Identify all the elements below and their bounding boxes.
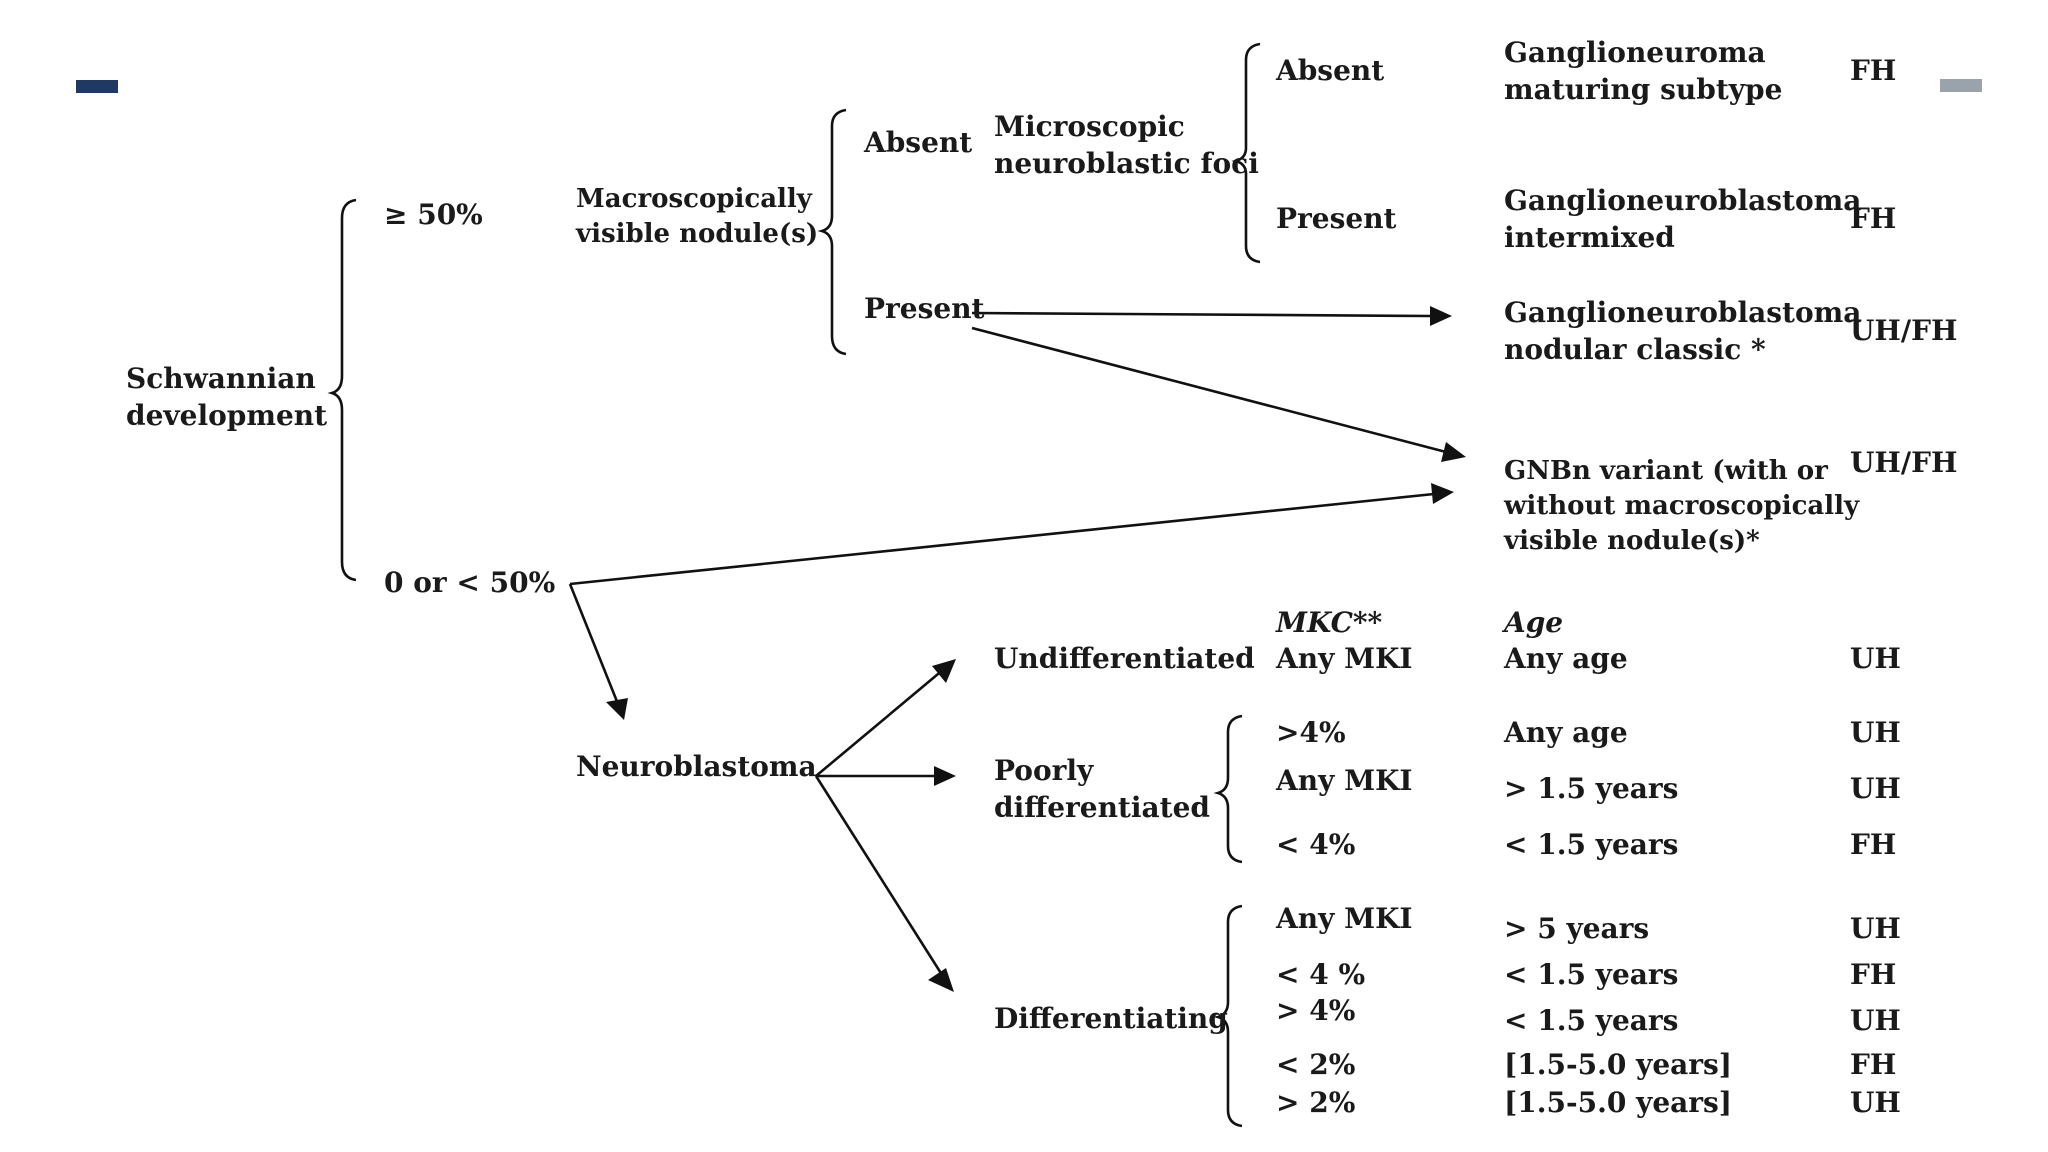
poorly-row-3-age: < 1.5 years xyxy=(1504,828,1679,861)
slide-accent-bar-left xyxy=(76,80,118,93)
undifferentiated-label: Undifferentiated xyxy=(994,642,1255,675)
brace-differentiating xyxy=(1213,904,1243,1128)
arrow-present-to-variant xyxy=(971,326,1447,454)
poorly-row-3-mki: < 4% xyxy=(1276,828,1356,861)
diff-row-1-mki: Any MKI xyxy=(1276,902,1413,935)
brace-nodules xyxy=(817,108,847,356)
arrowhead-neuroblastoma xyxy=(606,698,628,720)
poorly-row-2-grade: UH xyxy=(1850,772,1901,805)
arrowhead-poorly xyxy=(934,766,956,786)
undiff-row-mki: Any MKI xyxy=(1276,642,1413,675)
poorly-differentiated-label: Poorly differentiated xyxy=(994,754,1210,824)
arrow-low-to-neuroblastoma xyxy=(568,583,620,705)
brace-foci xyxy=(1231,42,1261,264)
outcome-gnb-intermixed: Ganglioneuroblastoma intermixed xyxy=(1504,184,1862,254)
diff-row-4-grade: FH xyxy=(1850,1048,1897,1081)
diff-row-5-grade: UH xyxy=(1850,1086,1901,1119)
nodules-absent-label: Absent xyxy=(864,126,973,159)
nodules-present-label: Present xyxy=(864,292,985,325)
neuroblastoma-label: Neuroblastoma xyxy=(576,750,817,783)
arrowhead-differentiating xyxy=(928,968,954,992)
diff-row-5-age: [1.5-5.0 years] xyxy=(1504,1086,1733,1119)
diff-row-1-grade: UH xyxy=(1850,912,1901,945)
outcome-ganglioneuroma: Ganglioneuroma maturing subtype xyxy=(1504,36,1783,106)
outcome-ganglioneuroma-grade: FH xyxy=(1850,54,1897,87)
macroscopic-nodules-label: Macroscopically visible nodule(s) xyxy=(576,184,819,249)
diff-row-2-age: < 1.5 years xyxy=(1504,958,1679,991)
schwannian-high-label: ≥ 50% xyxy=(384,198,483,231)
diff-row-3-mki: > 4% xyxy=(1276,994,1356,1027)
diff-row-4-age: [1.5-5.0 years] xyxy=(1504,1048,1733,1081)
poorly-row-2-mki: Any MKI xyxy=(1276,764,1413,797)
foci-present-label: Present xyxy=(1276,202,1397,235)
diff-row-3-age: < 1.5 years xyxy=(1504,1004,1679,1037)
foci-absent-label: Absent xyxy=(1276,54,1385,87)
brace-schwannian xyxy=(327,198,357,582)
outcome-gnbn-variant: GNBn variant (with or without macroscopi… xyxy=(1504,456,1860,556)
arrow-low-to-variant xyxy=(569,492,1435,586)
diff-row-2-grade: FH xyxy=(1850,958,1897,991)
microscopic-foci-label: Microscopic neuroblastic foci xyxy=(994,110,1259,180)
arrowhead-undifferentiated xyxy=(932,659,956,683)
arrow-present-to-nodular xyxy=(971,311,1433,318)
arrow-to-undifferentiated xyxy=(815,668,945,777)
arrowhead-nodular xyxy=(1430,306,1452,326)
diff-row-4-mki: < 2% xyxy=(1276,1048,1356,1081)
schwannian-development-label: Schwannian development xyxy=(126,362,328,432)
diff-row-5-mki: > 2% xyxy=(1276,1086,1356,1119)
poorly-row-3-grade: FH xyxy=(1850,828,1897,861)
diff-row-1-age: > 5 years xyxy=(1504,912,1650,945)
schwannian-low-label: 0 or < 50% xyxy=(384,566,556,599)
poorly-row-1-mki: >4% xyxy=(1276,716,1346,749)
poorly-row-1-grade: UH xyxy=(1850,716,1901,749)
outcome-gnb-nodular-grade: UH/FH xyxy=(1850,314,1958,347)
age-header: Age xyxy=(1504,606,1564,639)
mkc-header: MKC** xyxy=(1276,606,1383,639)
brace-poorly xyxy=(1213,714,1243,864)
diff-row-2-mki: < 4 % xyxy=(1276,958,1366,991)
slide-accent-bar-right xyxy=(1940,79,1982,92)
undiff-row-grade: UH xyxy=(1850,642,1901,675)
arrowhead-variant-top xyxy=(1441,442,1466,462)
arrowhead-variant-bottom xyxy=(1431,483,1454,504)
poorly-row-2-age: > 1.5 years xyxy=(1504,772,1679,805)
outcome-gnb-nodular: Ganglioneuroblastoma nodular classic * xyxy=(1504,296,1862,366)
undiff-row-age: Any age xyxy=(1504,642,1628,675)
poorly-row-1-age: Any age xyxy=(1504,716,1628,749)
differentiating-label: Differentiating xyxy=(994,1002,1228,1035)
diff-row-3-grade: UH xyxy=(1850,1004,1901,1037)
outcome-gnb-intermixed-grade: FH xyxy=(1850,202,1897,235)
arrow-to-differentiating xyxy=(814,775,946,979)
outcome-gnbn-variant-grade: UH/FH xyxy=(1850,446,1958,479)
